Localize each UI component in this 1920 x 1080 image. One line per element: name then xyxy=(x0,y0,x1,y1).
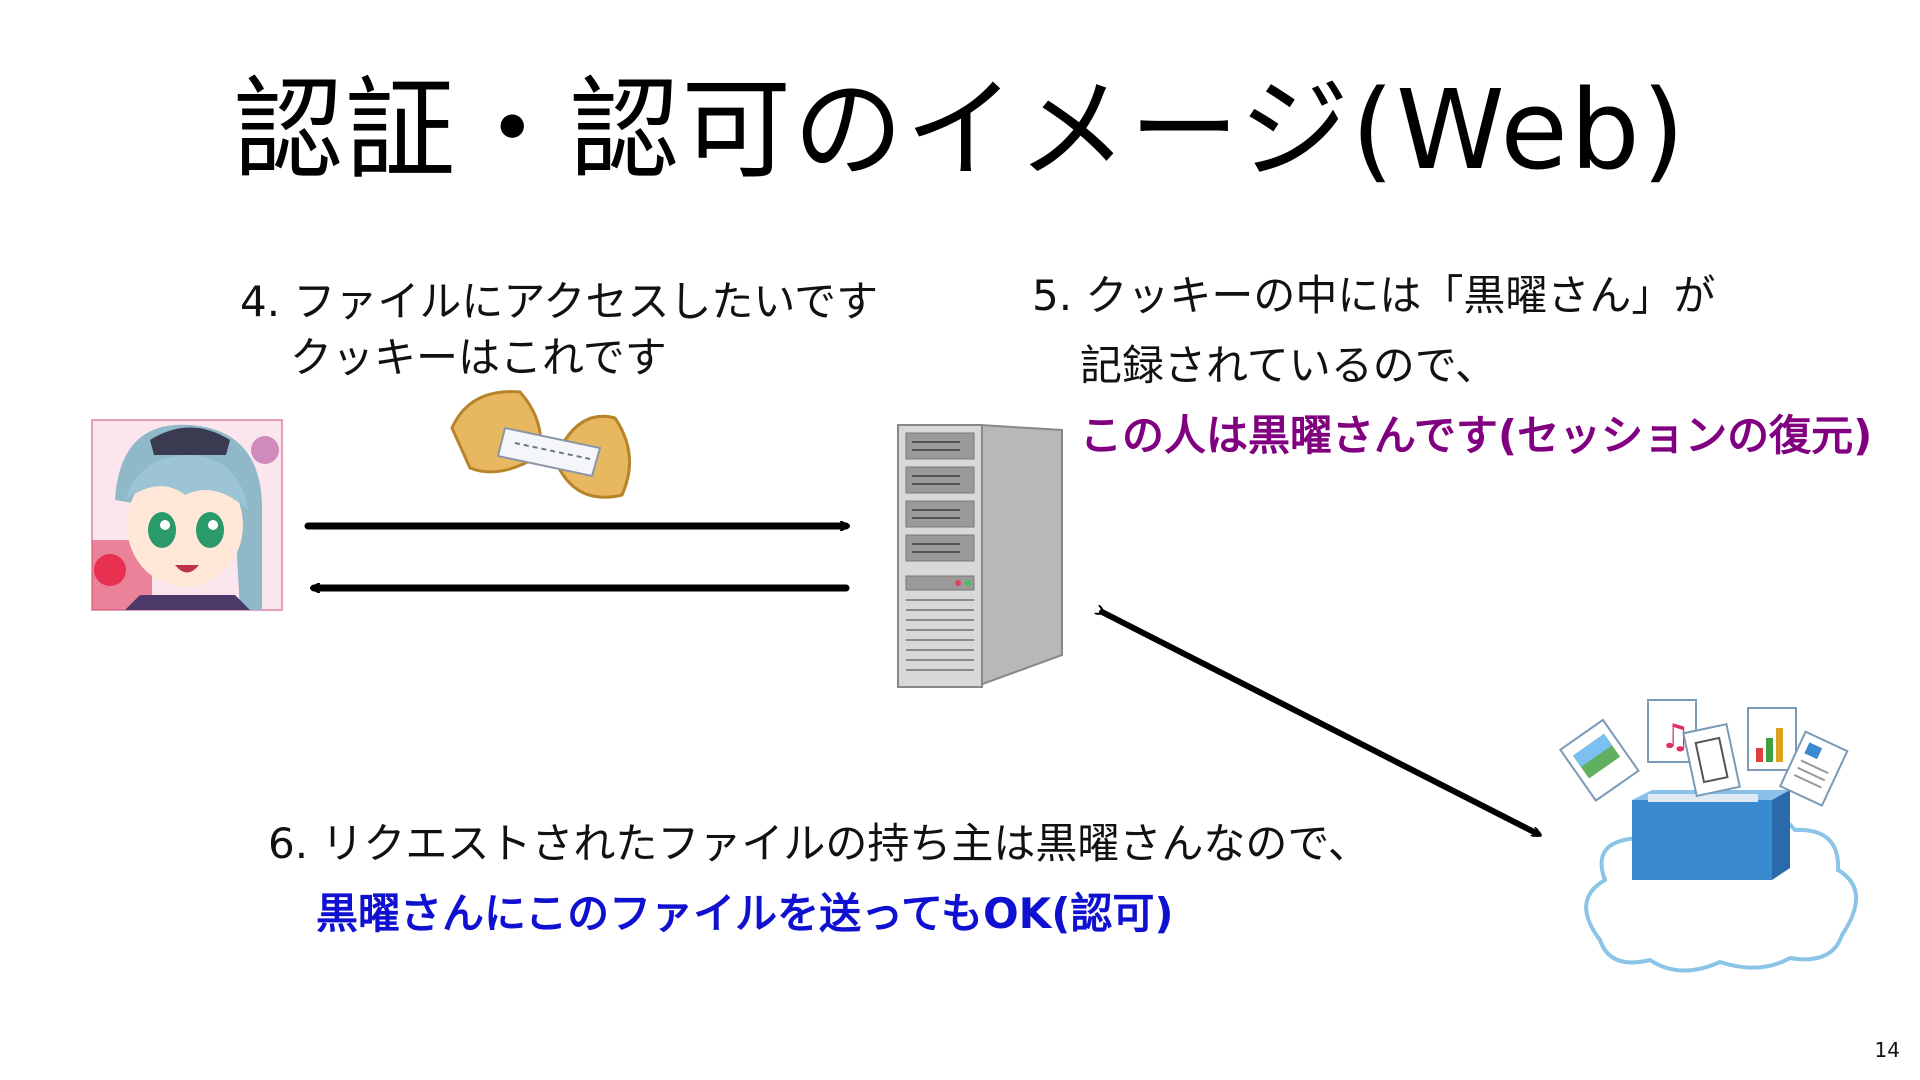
authorization-text: 黒曜さんにこのファイルを送ってもOK(認可) xyxy=(316,889,1174,938)
page-number: 14 xyxy=(1874,1038,1900,1062)
cloud-storage-icon: ♫ xyxy=(1558,699,1858,973)
user-avatar-icon xyxy=(91,419,283,611)
step5-line1: 5. クッキーの中には「黒曜さん」が xyxy=(1032,271,1716,320)
step4-line2: クッキーはこれです xyxy=(290,333,667,382)
session-restore-text: この人は黒曜さんです(セッションの復元) xyxy=(1080,411,1873,460)
step5-line2: 記録されているので、 xyxy=(1080,341,1498,390)
step4-line1: 4. ファイルにアクセスしたいです xyxy=(240,277,879,326)
video-file-icon xyxy=(1682,722,1741,798)
document-file-icon xyxy=(1778,730,1849,807)
image-file-icon xyxy=(1558,718,1640,802)
fortune-cookie-icon xyxy=(450,390,632,499)
server-tower-icon xyxy=(897,423,1063,688)
server-storage-arrow xyxy=(1102,612,1538,837)
page-title: 認証・認可のイメージ(Web) xyxy=(233,66,1687,194)
chart-file-icon xyxy=(1747,707,1797,771)
